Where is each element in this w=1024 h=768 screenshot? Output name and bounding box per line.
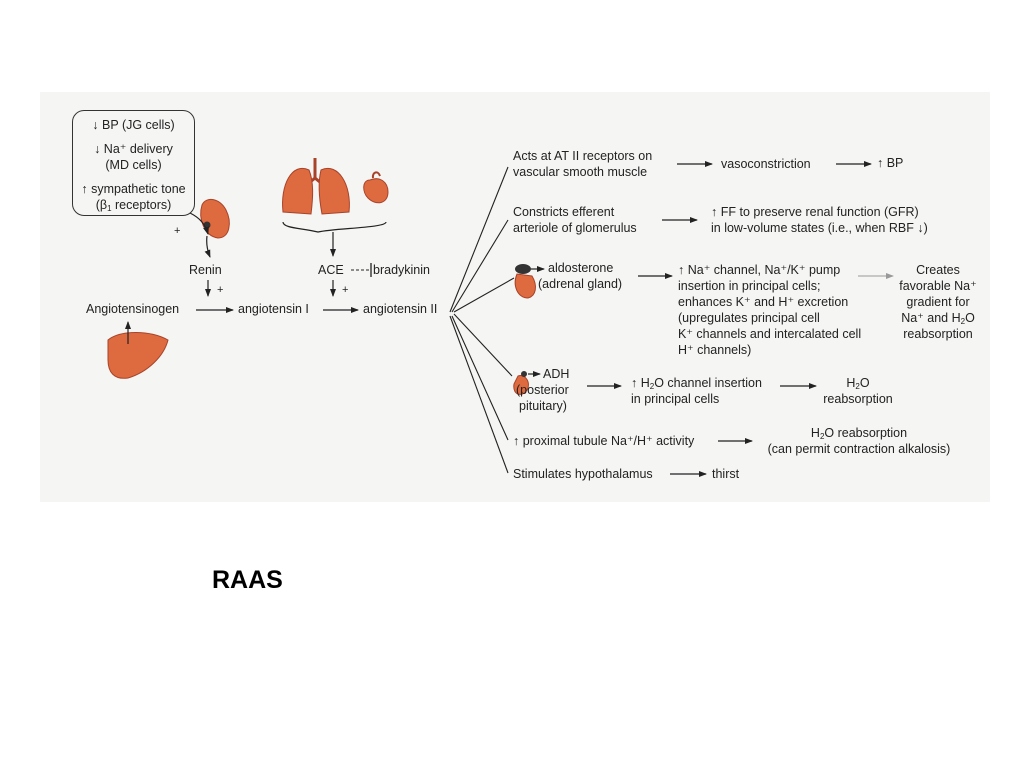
adh-result-line1: H2O <box>846 376 870 391</box>
aldo-effect-line6: H⁺ channels) <box>678 343 752 357</box>
aldo-effect-line5: K⁺ channels and intercalated cell <box>678 327 862 341</box>
posterior-label: (posterior <box>516 383 569 397</box>
liver-icon <box>107 332 169 379</box>
gradient-line1: Creates <box>916 263 960 277</box>
pituitary-icon <box>513 371 529 395</box>
adh-effect-line1: ↑ H2O channel insertion <box>631 376 762 391</box>
adh-result-line2: reabsorption <box>823 392 893 406</box>
adrenal-gland-label: (adrenal gland) <box>538 277 623 291</box>
stimulus-na: ↓ Na⁺ delivery <box>94 142 173 156</box>
bradykinin-label: bradykinin <box>373 263 430 277</box>
effect-efferent-line1: Constricts efferent <box>513 205 615 219</box>
kidney-icon-jg <box>200 198 230 239</box>
kidney-icon-top <box>363 171 389 204</box>
effect-at2-line2: vascular smooth muscle <box>513 165 648 179</box>
gradient-line4: Na⁺ and H2O <box>901 311 975 326</box>
ff-result-line1: ↑ FF to preserve renal function (GFR) <box>711 205 919 219</box>
ff-result-line2: in low-volume states (i.e., when RBF ↓) <box>711 221 928 235</box>
effect-efferent-line2: arteriole of glomerulus <box>513 221 637 235</box>
stimulus-beta: (β1 receptors) <box>95 198 172 213</box>
stimulus-bp: ↓ BP (JG cells) <box>92 118 175 132</box>
gradient-line3: gradient for <box>906 295 970 309</box>
stimulus-box <box>72 110 195 216</box>
lungs-icon <box>282 158 350 215</box>
raas-figure <box>40 92 990 502</box>
gradient-line2: favorable Na⁺ <box>899 279 977 293</box>
adh-effect-line2: in principal cells <box>631 392 720 406</box>
angiotensin-i-label: angiotensin I <box>238 302 309 316</box>
thirst-label: thirst <box>712 467 740 481</box>
svg-text:+: + <box>174 225 180 237</box>
angiotensinogen-label: Angiotensinogen <box>86 302 180 316</box>
ace-plus: + <box>342 284 349 296</box>
proximal-result-line1: H2O reabsorption <box>810 426 908 441</box>
vasoconstriction-label: vasoconstriction <box>721 157 811 171</box>
adrenal-icon <box>514 264 536 299</box>
pituitary-label: pituitary) <box>519 399 567 413</box>
aldo-effect-line3: enhances K⁺ and H⁺ excretion <box>678 295 849 309</box>
gradient-line5: reabsorption <box>903 327 973 341</box>
proximal-tubule-label: ↑ proximal tubule Na⁺/H⁺ activity <box>513 434 695 448</box>
slide-title: RAAS <box>212 566 283 594</box>
aldo-effect-line2: insertion in principal cells; <box>678 279 821 293</box>
adh-label: ADH <box>543 367 570 381</box>
renin-plus: + <box>217 284 224 296</box>
aldo-effect-line1: ↑ Na⁺ channel, Na⁺/K⁺ pump <box>678 263 841 277</box>
bp-increase-label: ↑ BP <box>877 156 904 170</box>
effect-at2-line1: Acts at AT II receptors on <box>513 149 653 163</box>
stimulus-sympathetic: ↑ sympathetic tone <box>81 182 186 196</box>
renin-label: Renin <box>189 263 222 277</box>
hypothalamus-label: Stimulates hypothalamus <box>513 467 653 481</box>
stimulus-na-md: (MD cells) <box>105 158 162 172</box>
proximal-result-line2: (can permit contraction alkalosis) <box>767 442 951 456</box>
aldosterone-label: aldosterone <box>548 261 614 275</box>
ace-label: ACE <box>318 263 344 277</box>
aldo-effect-line4: (upregulates principal cell <box>678 311 820 325</box>
angiotensin-ii-label: angiotensin II <box>363 302 438 316</box>
